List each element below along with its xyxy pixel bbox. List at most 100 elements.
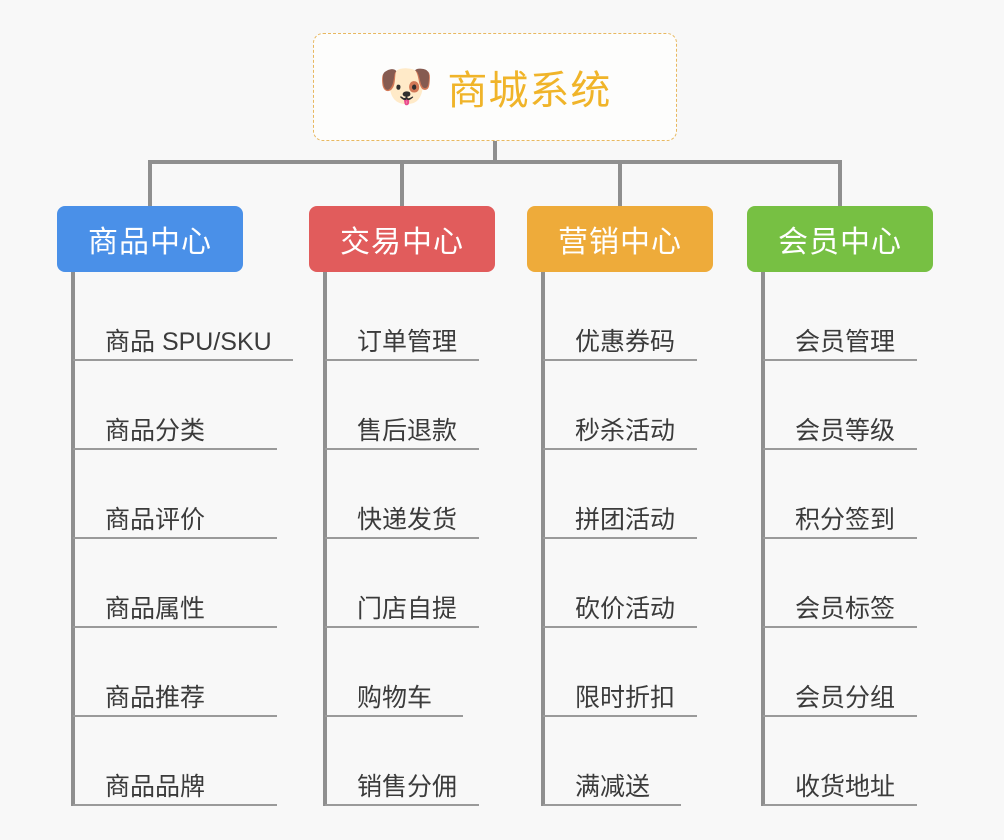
leaf-item-underline [763,359,917,361]
leaf-item[interactable]: 收货地址 [747,717,977,806]
leaf-item[interactable]: 商品品牌 [57,717,287,806]
leaf-item-underline [73,626,277,628]
leaf-item-underline [73,359,293,361]
leaf-item-underline [73,715,277,717]
leaf-item-underline [325,804,479,806]
leaf-item-label: 砍价活动 [575,595,676,623]
leaf-item-label: 拼团活动 [575,506,676,534]
leaf-item-underline [543,804,681,806]
category-column-trade-center: 交易中心订单管理售后退款快递发货门店自提购物车销售分佣 [309,206,539,806]
category-items-member-center: 会员管理会员等级积分签到会员标签会员分组收货地址 [747,272,977,806]
leaf-item-label: 会员管理 [795,328,896,356]
leaf-item-label: 会员标签 [795,595,896,623]
root-node[interactable]: 🐶 商城系统 [313,33,677,141]
category-header-marketing-center[interactable]: 营销中心 [527,206,713,272]
leaf-item-label: 快递发货 [357,506,458,534]
leaf-item-underline [325,715,463,717]
leaf-item-underline [543,626,697,628]
root-title: 商城系统 [447,69,612,113]
category-header-product-center[interactable]: 商品中心 [57,206,243,272]
leaf-item-label: 会员分组 [795,684,896,712]
leaf-item-underline [73,804,277,806]
leaf-item[interactable]: 订单管理 [309,272,539,361]
leaf-item[interactable]: 拼团活动 [527,450,757,539]
category-header-member-center[interactable]: 会员中心 [747,206,933,272]
leaf-item-label: 售后退款 [357,417,458,445]
leaf-item-underline [73,537,277,539]
leaf-item-label: 积分签到 [795,506,896,534]
leaf-item[interactable]: 砍价活动 [527,539,757,628]
drop-connector-3 [618,160,622,206]
trunk-connector-trade-center [323,272,327,806]
trunk-connector-member-center [761,272,765,806]
leaf-item[interactable]: 限时折扣 [527,628,757,717]
leaf-item[interactable]: 售后退款 [309,361,539,450]
leaf-item-label: 商品属性 [105,595,206,623]
leaf-item[interactable]: 门店自提 [309,539,539,628]
leaf-item-underline [325,626,479,628]
leaf-item[interactable]: 商品属性 [57,539,287,628]
leaf-item[interactable]: 商品分类 [57,361,287,450]
leaf-item-label: 购物车 [357,684,433,712]
category-items-marketing-center: 优惠券码秒杀活动拼团活动砍价活动限时折扣满减送 [527,272,757,806]
trunk-connector-product-center [71,272,75,806]
root-stem-connector [493,141,497,162]
leaf-item-label: 秒杀活动 [575,417,676,445]
leaf-item-label: 会员等级 [795,417,896,445]
leaf-item[interactable]: 会员标签 [747,539,977,628]
drop-connector-4 [838,160,842,206]
leaf-item-underline [543,359,697,361]
leaf-item[interactable]: 商品评价 [57,450,287,539]
leaf-item-label: 商品分类 [105,417,206,445]
leaf-item-label: 商品评价 [105,506,206,534]
leaf-item[interactable]: 商品推荐 [57,628,287,717]
leaf-item[interactable]: 销售分佣 [309,717,539,806]
leaf-item[interactable]: 积分签到 [747,450,977,539]
leaf-item[interactable]: 快递发货 [309,450,539,539]
leaf-item[interactable]: 优惠券码 [527,272,757,361]
leaf-item-label: 商品品牌 [105,773,206,801]
leaf-item[interactable]: 会员等级 [747,361,977,450]
leaf-item-underline [763,626,917,628]
leaf-item-underline [543,537,697,539]
leaf-item-underline [325,448,479,450]
category-header-label: 营销中心 [558,226,682,259]
trunk-connector-marketing-center [541,272,545,806]
category-header-label: 商品中心 [88,226,212,259]
drop-connector-1 [148,160,152,206]
leaf-item-underline [763,537,917,539]
leaf-item-label: 优惠券码 [575,328,676,356]
leaf-item-underline [73,448,277,450]
category-items-product-center: 商品 SPU/SKU 商品分类商品评价商品属性商品推荐商品品牌 [57,272,293,806]
leaf-item-label: 商品推荐 [105,684,206,712]
category-items-trade-center: 订单管理售后退款快递发货门店自提购物车销售分佣 [309,272,539,806]
leaf-item-underline [763,804,917,806]
leaf-item[interactable]: 会员管理 [747,272,977,361]
leaf-item-underline [543,448,697,450]
leaf-item-label: 门店自提 [357,595,458,623]
leaf-item-label: 商品 SPU/SKU [105,328,272,356]
horizontal-bus-connector [148,160,842,164]
category-column-product-center: 商品中心商品 SPU/SKU 商品分类商品评价商品属性商品推荐商品品牌 [57,206,293,806]
category-header-label: 交易中心 [340,226,464,259]
leaf-item[interactable]: 商品 SPU/SKU [57,272,293,361]
category-header-label: 会员中心 [778,226,902,259]
leaf-item[interactable]: 秒杀活动 [527,361,757,450]
leaf-item-underline [325,359,479,361]
leaf-item-underline [763,448,917,450]
leaf-item-label: 收货地址 [795,773,896,801]
leaf-item-label: 满减送 [575,773,651,801]
leaf-item[interactable]: 会员分组 [747,628,977,717]
leaf-item[interactable]: 购物车 [309,628,539,717]
leaf-item-label: 限时折扣 [575,684,676,712]
category-header-trade-center[interactable]: 交易中心 [309,206,495,272]
leaf-item-underline [763,715,917,717]
leaf-item-underline [543,715,697,717]
leaf-item[interactable]: 满减送 [527,717,757,806]
shiba-dog-face-icon: 🐶 [378,62,434,111]
category-column-marketing-center: 营销中心优惠券码秒杀活动拼团活动砍价活动限时折扣满减送 [527,206,757,806]
drop-connector-2 [400,160,404,206]
leaf-item-underline [325,537,479,539]
leaf-item-label: 订单管理 [357,328,458,356]
